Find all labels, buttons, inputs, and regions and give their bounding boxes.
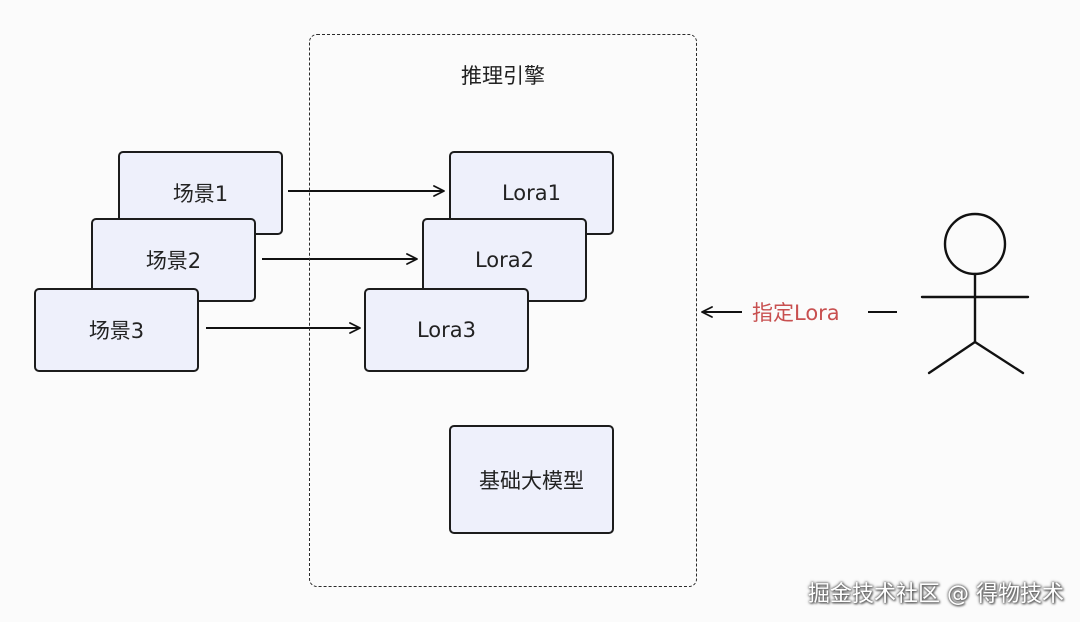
scene-label-2: 场景2 <box>145 249 202 273</box>
lora-label-2: Lora2 <box>474 248 535 272</box>
user-figure-icon <box>920 212 1030 375</box>
watermark-text: 掘金技术社区 @ 得物技术 <box>808 582 1064 607</box>
inference-engine-title: 推理引擎 <box>461 64 545 88</box>
scene-box-3: 场景3 <box>34 288 199 372</box>
inference-engine-container <box>309 34 697 587</box>
base-model-box: 基础大模型 <box>449 425 614 534</box>
scene-label-1: 场景1 <box>172 182 229 206</box>
lora-label-3: Lora3 <box>416 318 477 342</box>
lora-box-3: Lora3 <box>364 288 529 372</box>
specify-lora-hint: 指定Lora <box>752 301 840 325</box>
lora-label-1: Lora1 <box>501 181 562 205</box>
scene-label-3: 场景3 <box>88 319 145 343</box>
base-model-label: 基础大模型 <box>479 468 584 493</box>
